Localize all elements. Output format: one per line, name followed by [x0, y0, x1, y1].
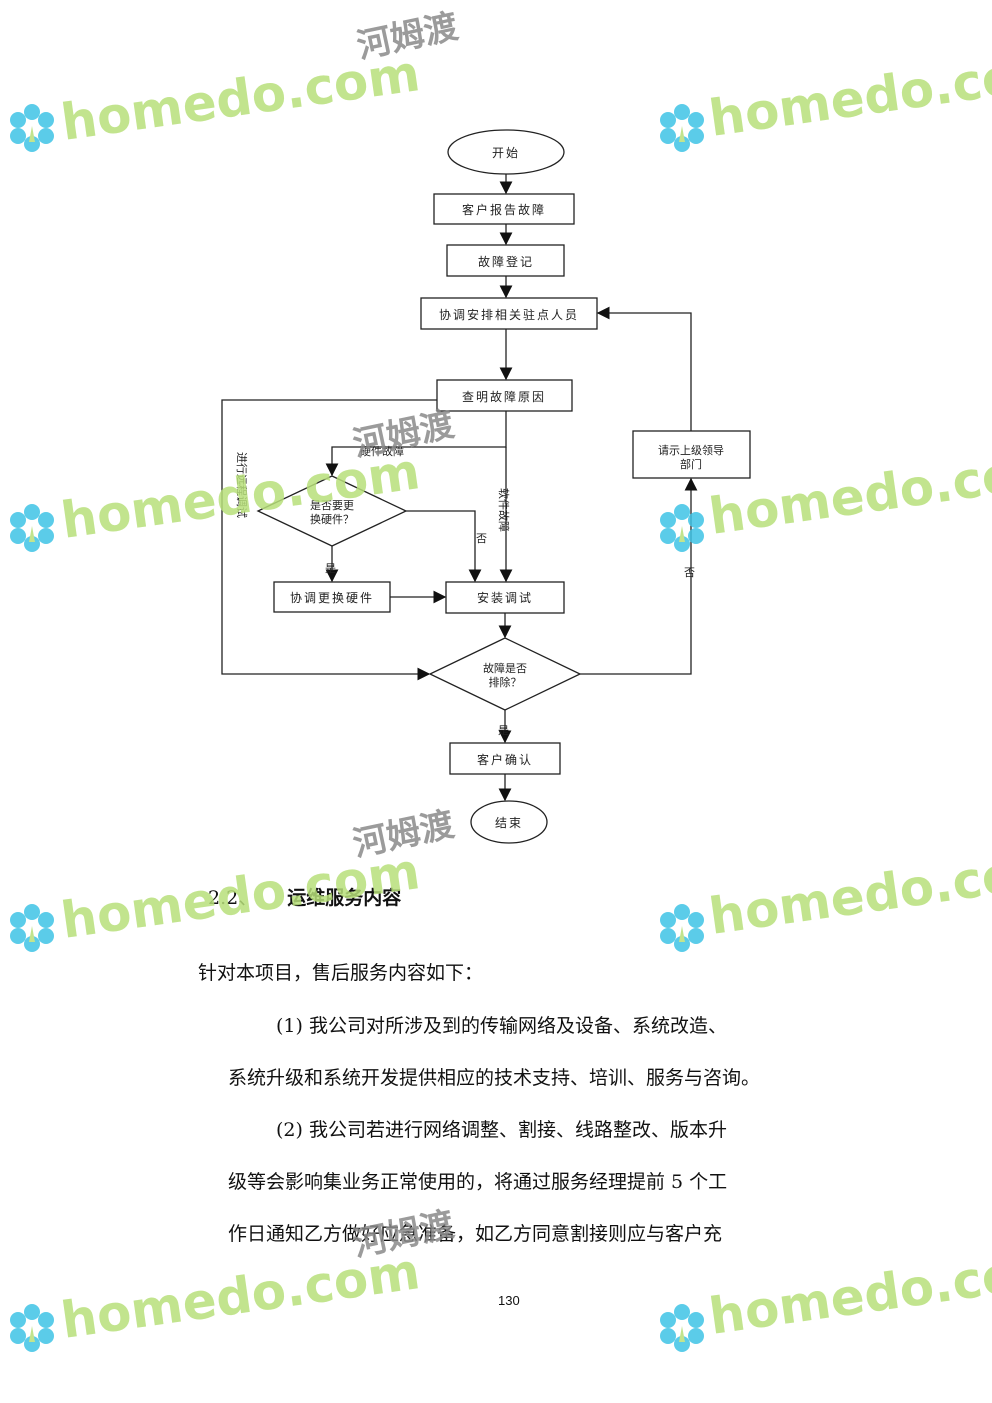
- remote-debug-label: 进行远程调试: [235, 452, 248, 518]
- replace-hw-label: 协调更换硬件: [290, 590, 374, 605]
- install-debug-label: 安装调试: [477, 590, 533, 605]
- resolved-label-2: 排除？: [489, 675, 522, 689]
- watermark-8: homedo.com: [660, 1238, 992, 1352]
- need-replace-label-1: 是否要更: [310, 499, 354, 512]
- paragraph-2-line-3: 作日通知乙方做好应急准备，如乙方同意割接则应与客户充: [228, 1223, 723, 1245]
- page-number: 130: [498, 1293, 520, 1308]
- start-label: 开始: [492, 146, 520, 160]
- escalate-label-1: 请示上级领导: [658, 444, 724, 457]
- find-cause-label: 查明故障原因: [462, 389, 546, 404]
- replace-hw-box: [273, 581, 391, 613]
- section-heading: 2.2、 运维服务内容: [208, 883, 401, 910]
- report-box: [433, 193, 575, 225]
- paragraph-intro: 针对本项目，售后服务内容如下：: [198, 962, 484, 984]
- find-cause-box: [436, 379, 573, 412]
- confirm-label: 客户确认: [477, 752, 533, 767]
- coordinate-staff-label: 协调安排相关驻点人员: [439, 307, 579, 322]
- paragraph-1-line-1: (1) 我公司对所涉及到的传输网络及设备、系统改造、: [276, 1015, 727, 1037]
- svg-text:homedo.com: homedo.com: [58, 1242, 424, 1350]
- need-replace-label-2: 换硬件？: [310, 512, 354, 526]
- section-title: 运维服务内容: [287, 887, 402, 909]
- confirm-box: [449, 742, 561, 775]
- paragraph-1-line-2: 系统升级和系统开发提供相应的技术支持、培训、服务与咨询。: [228, 1067, 761, 1089]
- paragraph-2-line-2: 级等会影响集业务正常使用的，将通过服务经理提前 5 个工: [228, 1171, 728, 1193]
- flowchart: 开始 客户报告故障 故障登记 协调安排相关驻点人员 查明故障原因 请示上级领导 …: [221, 129, 751, 844]
- escalate-label-2: 部门: [680, 457, 702, 471]
- software-fault-label: 软件故障: [497, 488, 511, 532]
- section-number: 2.2、: [208, 887, 258, 909]
- no-label-1: 否: [476, 532, 487, 545]
- paragraph-2-line-1: (2) 我公司若进行网络调整、割接、线路整改、版本升: [276, 1119, 727, 1141]
- yes-label-1: 是: [325, 562, 336, 575]
- svg-text:homedo.com: homedo.com: [706, 1238, 992, 1346]
- report-label: 客户报告故障: [462, 202, 546, 217]
- end-label: 结束: [495, 816, 523, 830]
- hardware-fault-label: 硬件故障: [360, 444, 404, 458]
- no-label-2: 否: [684, 566, 695, 579]
- coordinate-staff-box: [420, 297, 598, 330]
- yes-label-2: 是: [498, 724, 509, 737]
- resolved-label-1: 故障是否: [483, 661, 527, 675]
- register-label: 故障登记: [478, 254, 534, 269]
